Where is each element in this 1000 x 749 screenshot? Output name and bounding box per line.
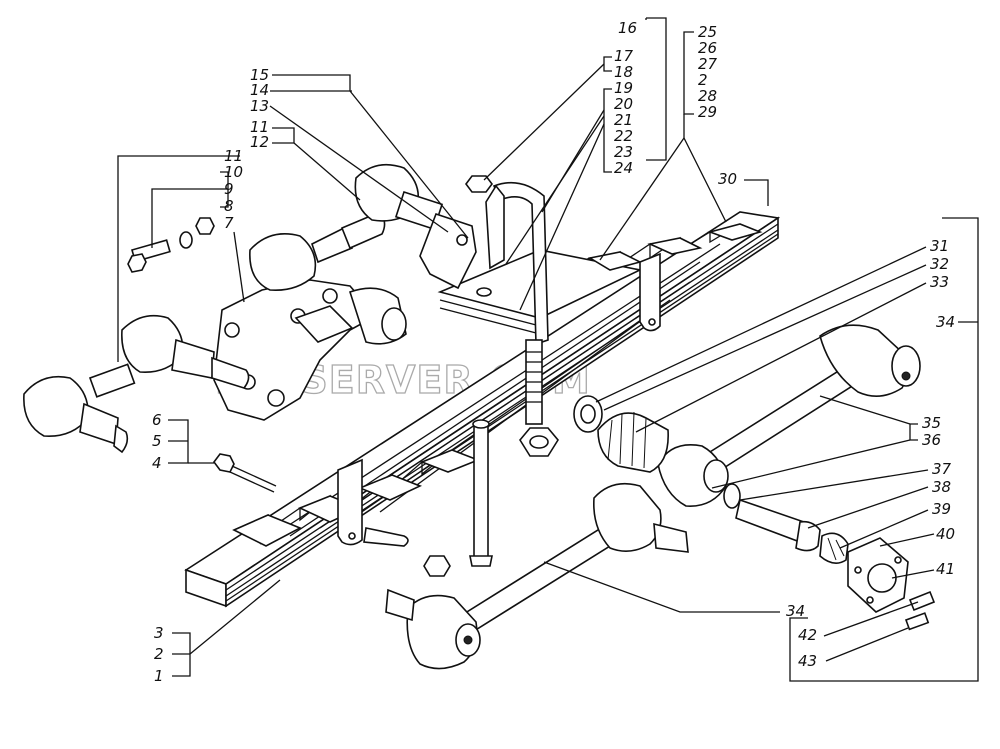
- callout-17: 17: [614, 47, 634, 65]
- u-bolt-assembly: [363, 175, 559, 577]
- callout-18: 18: [614, 63, 633, 81]
- callout-6: 6: [152, 411, 162, 429]
- callout-1: 1: [154, 667, 164, 685]
- callout-32: 32: [930, 255, 949, 273]
- callout-11-lower: 11: [224, 147, 243, 165]
- callout-8: 8: [224, 197, 234, 215]
- callout-20: 20: [614, 95, 633, 113]
- callout-42: 42: [798, 626, 817, 644]
- callout-38: 38: [932, 478, 951, 496]
- callout-15: 15: [250, 66, 269, 84]
- link-rod-assembly: [385, 324, 936, 670]
- leader-lines: [117, 17, 979, 682]
- callout-25: 25: [698, 23, 717, 41]
- callout-labels: 1 2 3 4 5 6 7 8 9 10 11 12 11 13 14 15 1…: [152, 19, 955, 685]
- callout-12: 12: [250, 133, 269, 151]
- callout-43: 43: [798, 652, 817, 670]
- callout-21: 21: [614, 111, 633, 129]
- callout-19: 19: [614, 79, 633, 97]
- callout-39: 39: [932, 500, 951, 518]
- callout-22: 22: [614, 127, 633, 145]
- callout-11-upper: 11: [250, 118, 269, 136]
- callout-41: 41: [936, 560, 955, 578]
- callout-14: 14: [250, 81, 269, 99]
- upper-bracket-assembly: [23, 163, 477, 493]
- callout-34-lower: 34: [786, 602, 805, 620]
- leaf-spring-pack: [184, 211, 781, 608]
- callout-26: 26: [698, 39, 717, 57]
- callout-34-upper: 34: [936, 313, 955, 331]
- callout-24: 24: [614, 159, 633, 177]
- callout-33: 33: [930, 273, 949, 291]
- callout-7: 7: [224, 214, 234, 232]
- callout-10: 10: [224, 163, 243, 181]
- callout-36: 36: [922, 431, 941, 449]
- callout-16: 16: [618, 19, 637, 37]
- callout-2: 2: [154, 645, 164, 663]
- callout-40: 40: [936, 525, 955, 543]
- callout-28: 28: [698, 87, 717, 105]
- callout-27: 27: [698, 55, 718, 73]
- callout-4: 4: [152, 454, 162, 472]
- callout-35: 35: [922, 414, 941, 432]
- callout-30: 30: [718, 170, 737, 188]
- callout-9: 9: [224, 180, 234, 198]
- callout-31: 31: [930, 237, 949, 255]
- callout-3: 3: [154, 624, 164, 642]
- callout-37: 37: [932, 460, 952, 478]
- callout-13: 13: [250, 97, 269, 115]
- callout-2-right: 2: [698, 71, 708, 89]
- callout-23: 23: [614, 143, 633, 161]
- callout-29: 29: [698, 103, 717, 121]
- callout-5: 5: [152, 432, 162, 450]
